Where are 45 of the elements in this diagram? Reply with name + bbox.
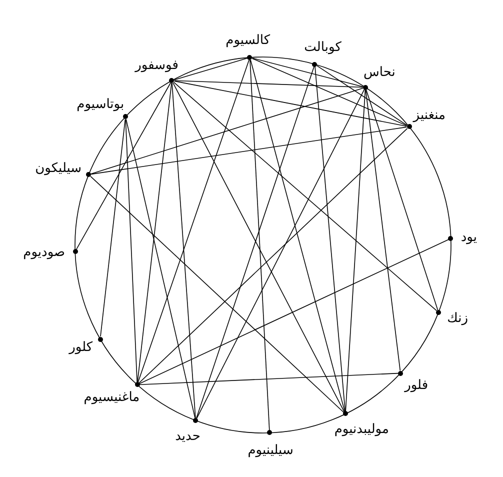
connecting-line — [137, 82, 172, 383]
element-label: فلور — [404, 378, 428, 393]
connecting-line — [173, 82, 438, 312]
connecting-line — [90, 176, 344, 413]
connecting-line — [90, 126, 408, 175]
element-label: صوديوم — [23, 244, 66, 260]
element-label: كوبالت — [304, 40, 342, 55]
connecting-line — [252, 58, 364, 88]
element-label: كلور — [69, 340, 93, 356]
element-label: ماغنيسيوم — [84, 390, 140, 406]
element-label: منغنيز — [413, 108, 446, 124]
connecting-line — [314, 66, 346, 412]
connecting-line — [174, 80, 408, 127]
element-label: موليبدنيوم — [334, 422, 389, 438]
element-label: كالسيوم — [226, 32, 270, 48]
element-label: زنك — [447, 311, 468, 326]
connecting-line — [139, 239, 450, 384]
connecting-line — [76, 82, 172, 250]
connecting-line — [250, 60, 270, 431]
connecting-line — [138, 59, 250, 383]
connecting-line — [365, 89, 401, 372]
connecting-line — [125, 118, 138, 383]
connecting-line — [138, 128, 408, 384]
connecting-line — [252, 58, 408, 126]
connecting-line — [196, 66, 314, 419]
element-label: نحاس — [364, 65, 396, 80]
element-label: فوسفور — [135, 58, 178, 73]
connecting-line — [172, 82, 196, 418]
connecting-line — [250, 59, 346, 412]
element-label: سيلينيوم — [248, 442, 294, 458]
connecting-line — [366, 89, 438, 310]
connecting-line — [345, 89, 366, 412]
connecting-line — [139, 372, 398, 385]
connecting-line — [174, 58, 248, 80]
connecting-line — [174, 80, 364, 88]
element-label: يود — [460, 230, 477, 246]
element-label: حديد — [175, 429, 200, 444]
element-label: سيليكون — [35, 160, 82, 176]
connecting-line — [90, 88, 364, 174]
connecting-line — [316, 65, 408, 126]
connecting-line — [196, 89, 365, 419]
connecting-line — [172, 82, 345, 412]
connecting-line — [126, 118, 196, 418]
element-label: بوتاسيوم — [76, 97, 124, 112]
connecting-line — [100, 118, 126, 337]
